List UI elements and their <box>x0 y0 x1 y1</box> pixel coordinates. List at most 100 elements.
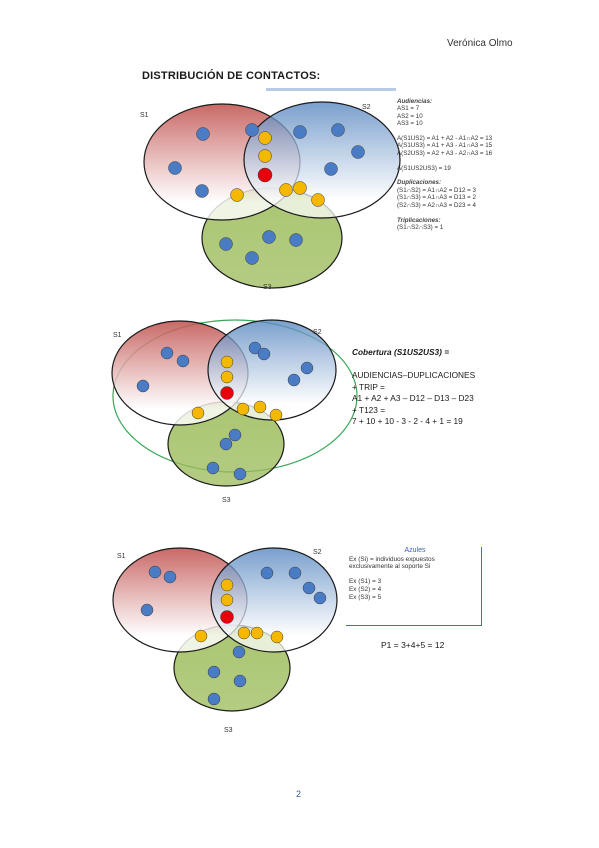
note-line: (S2∩S3) = A2∩A3 = D23 = 4 <box>397 201 476 209</box>
note-line: (S1∩S2) = A1∩A2 = D12 = 3 <box>397 186 476 194</box>
venn2-label-s3: S3 <box>222 497 231 504</box>
yellow-dot <box>293 181 307 195</box>
coverage-line: + TRIP = <box>352 381 385 392</box>
blue-dot <box>232 645 246 659</box>
blue-dot <box>168 161 182 175</box>
box-line: Ex (Si) = individuos expuestos <box>349 555 435 563</box>
blue-dot <box>148 565 162 579</box>
red-dot <box>220 386 234 400</box>
coverage-line: 7 + 10 + 10 - 3 - 2 - 4 + 1 = 19 <box>352 416 463 426</box>
note-line <box>397 157 492 164</box>
blue-dot <box>140 603 154 617</box>
blue-dot <box>245 251 259 265</box>
note-line: A(S1US3) = A1 + A3 - A1∩A3 = 15 <box>397 142 493 150</box>
venn3-label-s3: S3 <box>224 727 233 734</box>
yellow-dot <box>269 408 283 422</box>
note-line: AS1 = 7 <box>397 105 420 113</box>
circle-s2 <box>210 547 338 653</box>
box-line: exclusivamente al soporte Si <box>349 563 431 571</box>
author-name: Verónica Olmo <box>447 38 513 49</box>
blue-dot <box>302 581 316 595</box>
note-line: (S1∩S2∩S3) = 1 <box>397 223 444 231</box>
blue-dot <box>287 373 301 387</box>
note-line: AS3 = 10 <box>397 120 423 128</box>
yellow-dot <box>258 149 272 163</box>
blue-dot <box>245 123 259 137</box>
yellow-dot <box>194 629 208 643</box>
blue-dot <box>288 566 302 580</box>
coverage-line: Cobertura (S1US2US3) = <box>352 347 450 357</box>
note-line: A(S1US2US3) = 19 <box>397 164 451 172</box>
coverage-line: AUDIENCIAS–DUPLICACIONES <box>352 370 476 380</box>
yellow-dot <box>270 630 284 644</box>
blue-dot <box>257 347 271 361</box>
red-dot <box>220 610 234 624</box>
venn-diagram-3 <box>112 547 338 712</box>
yellow-dot <box>220 370 234 384</box>
yellow-dot <box>237 626 251 640</box>
note-line: A(S1US2) = A1 + A2 - A1∩A2 = 13 <box>397 135 493 143</box>
blue-dot <box>324 162 338 176</box>
yellow-dot <box>258 131 272 145</box>
blue-dot <box>136 379 150 393</box>
blue-dot <box>160 346 174 360</box>
p1-formula: P1 = 3+4+5 = 12 <box>381 640 445 650</box>
yellow-dot <box>236 402 250 416</box>
page-number: 2 <box>296 789 302 799</box>
box-line: Ex (S1) = 3 <box>349 578 382 586</box>
box-line: Ex (S3) = 5 <box>349 593 382 601</box>
box-line: Ex (S2) = 4 <box>349 585 382 593</box>
venn1-label-s1: S1 <box>140 112 149 119</box>
yellow-dot <box>220 578 234 592</box>
note-line <box>397 128 492 135</box>
venn1-label-s2: S2 <box>362 104 371 111</box>
venn2-label-s2: S2 <box>313 329 322 336</box>
coverage-line: + T123 = <box>352 404 386 415</box>
blue-dot <box>300 361 314 375</box>
venn-diagram-2 <box>111 319 358 487</box>
blue-dot <box>351 145 365 159</box>
yellow-dot <box>279 183 293 197</box>
venn1-label-s3: S3 <box>263 284 272 291</box>
blue-dot <box>219 437 233 451</box>
note-line <box>397 209 492 216</box>
blue-dot <box>233 467 247 481</box>
coverage-line: A1 + A2 + A3 – D12 – D13 – D23 <box>352 393 474 403</box>
venn3-label-s1: S1 <box>117 553 126 560</box>
blue-dot <box>293 125 307 139</box>
yellow-dot <box>191 406 205 420</box>
yellow-dot <box>230 188 244 202</box>
yellow-dot <box>220 593 234 607</box>
blue-dot <box>207 665 221 679</box>
blue-dot <box>313 591 327 605</box>
blue-dot <box>228 428 242 442</box>
blue-dot <box>195 184 209 198</box>
blue-dot <box>331 123 345 137</box>
blue-dot <box>206 461 220 475</box>
blue-dot <box>262 230 276 244</box>
coverage-calculation: Cobertura (S1US2US3) = AUDIENCIAS–DUPLIC… <box>352 347 475 428</box>
yellow-dot <box>253 400 267 414</box>
faded-title-remnant <box>266 88 396 99</box>
yellow-dot <box>250 626 264 640</box>
coverage-line <box>352 359 475 371</box>
note-line: Duplicaciones: <box>397 179 442 187</box>
blue-dot <box>289 233 303 247</box>
note-line: (S1∩S3) = A1∩A3 = D13 = 2 <box>397 194 476 202</box>
blue-dot <box>207 692 221 706</box>
note-line: Triplicaciones: <box>397 216 441 224</box>
venn-diagram-1 <box>143 101 401 289</box>
blue-dot <box>163 570 177 584</box>
venn2-label-s1: S1 <box>113 332 122 339</box>
blue-dot <box>260 566 274 580</box>
yellow-dot <box>311 193 325 207</box>
blue-dot <box>196 127 210 141</box>
blue-dot <box>233 674 247 688</box>
box-heading: Azules <box>404 547 426 554</box>
note-line: Audiencias: <box>397 98 433 105</box>
venn3-label-s2: S2 <box>313 549 322 556</box>
note-line: AS2 = 10 <box>397 112 423 120</box>
blue-dot <box>219 237 233 251</box>
